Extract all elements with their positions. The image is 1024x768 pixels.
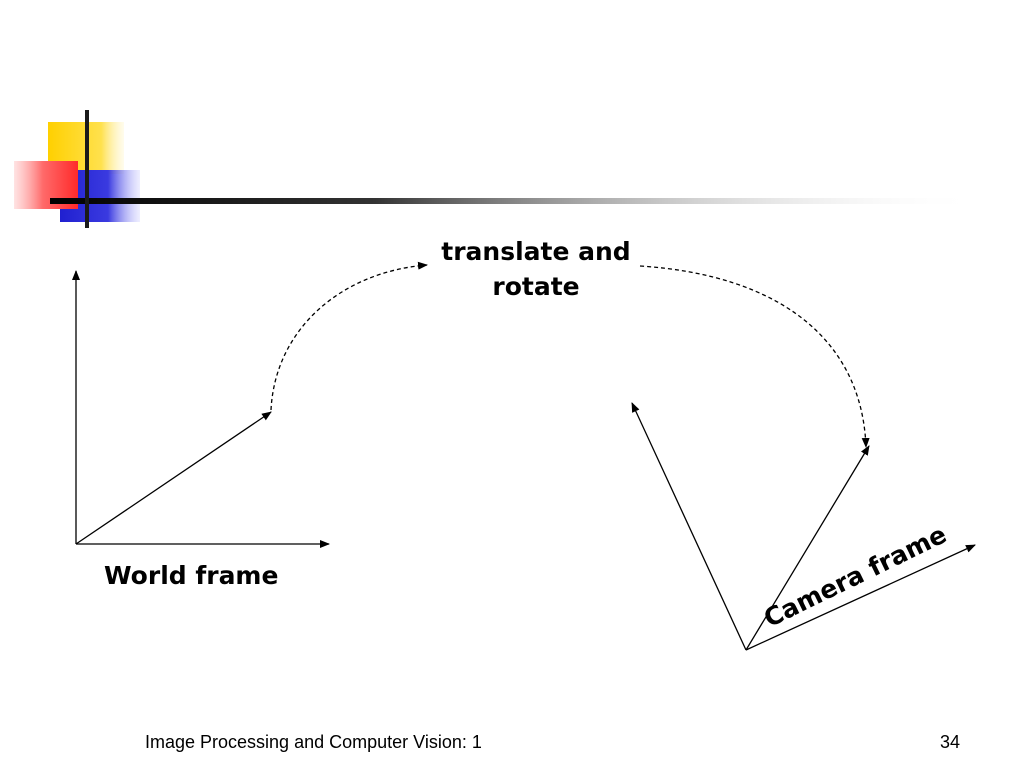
camera-axis-bottom [745,544,976,651]
page-number: 34 [940,732,961,752]
transform-label: translate and rotate [416,234,656,304]
title-decoration [14,110,980,228]
world-diagonal-vector [75,411,272,545]
world-frame-label: World frame [104,561,279,590]
transform-label-line2: rotate [492,272,580,301]
transform-label-line1: translate and [441,237,631,266]
footer-title: Image Processing and Computer Vision: 1 [145,732,482,752]
horizontal-rule [50,198,980,204]
transform-arc-right [639,265,870,448]
camera-axis-left [631,402,747,651]
camera-axis-right [745,445,870,651]
transform-arc-left [270,261,428,411]
vertical-rule [85,110,89,228]
